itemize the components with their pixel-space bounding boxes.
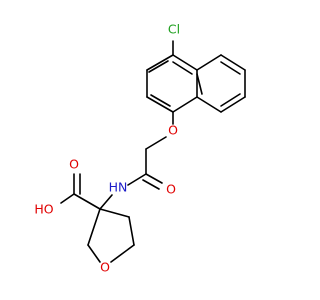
bond: [148, 60, 169, 73]
bond: [128, 216, 135, 246]
bond: [172, 61, 193, 75]
bonds: [60, 40, 246, 263]
bond: [99, 208, 130, 218]
hydroxyl-label: HO: [34, 202, 53, 217]
carbonyl-oxygen-label: O: [166, 182, 176, 197]
bond: [220, 96, 246, 113]
bond: [172, 96, 198, 113]
amide-nitrogen-label: HN: [109, 180, 128, 195]
bond: [60, 193, 75, 204]
bond: [196, 73, 203, 95]
molecule-structure-diagram: Cl O HN O HO O O: [0, 0, 300, 300]
chlorine-label: Cl: [168, 22, 180, 37]
bond: [150, 94, 171, 107]
bond: [110, 244, 135, 263]
bond: [99, 194, 113, 210]
atom-labels: Cl O HN O HO O O: [34, 22, 180, 275]
background: [0, 0, 300, 300]
ether-oxygen-label: O: [168, 123, 178, 138]
bond: [127, 173, 147, 186]
bond: [145, 136, 167, 150]
bond: [220, 54, 246, 71]
bond: [220, 61, 241, 75]
bond: [172, 54, 198, 71]
bond: [146, 54, 174, 71]
ring-oxygen-label: O: [100, 260, 110, 275]
bond: [145, 173, 163, 184]
bond: [196, 54, 222, 71]
bond: [146, 96, 174, 113]
bond: [73, 193, 101, 210]
bond: [87, 244, 101, 263]
carboxyl-oxygen-label: O: [69, 157, 79, 172]
bond: [87, 208, 101, 246]
bond: [220, 93, 241, 107]
bond: [196, 96, 222, 113]
bond: [142, 179, 160, 190]
